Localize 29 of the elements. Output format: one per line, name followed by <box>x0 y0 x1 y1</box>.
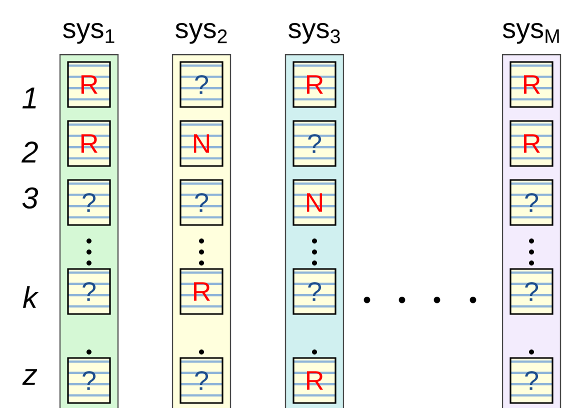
row-label: 2 <box>21 142 38 162</box>
answer-cell: ? <box>67 179 111 226</box>
row-label: 3 <box>22 187 38 209</box>
answer-cell: N <box>180 120 224 167</box>
answer-cell: R <box>510 61 554 108</box>
node-label: sys$_{2}$ <box>176 22 227 44</box>
answer-cell: N <box>292 179 336 226</box>
answer-cell: ? <box>180 179 224 226</box>
answer-cell: R <box>180 268 224 315</box>
answer-cell: ? <box>67 268 111 315</box>
node-label: sys$_{3}$ <box>288 22 340 44</box>
answer-cell: ? <box>510 268 554 315</box>
answer-cell: ? <box>67 357 111 404</box>
answer-cell: ? <box>292 268 336 315</box>
answer-cell: ? <box>180 61 224 108</box>
answer-cell: ? <box>510 357 554 404</box>
answer-cell: R <box>292 357 336 404</box>
answer-cell: R <box>510 120 554 167</box>
answer-cell: R <box>292 61 336 108</box>
row-label: 1 <box>22 88 36 108</box>
node-label: sys$_{M}$ <box>502 22 559 44</box>
row-label: k <box>23 286 39 308</box>
answer-cell: R <box>67 120 111 167</box>
node-label: sys$_{1}$ <box>63 22 114 44</box>
answer-cell: ? <box>292 120 336 167</box>
answer-cell: ? <box>510 179 554 226</box>
answer-cell: ? <box>180 357 224 404</box>
row-label: z <box>22 369 38 385</box>
answer-cell: R <box>67 61 111 108</box>
